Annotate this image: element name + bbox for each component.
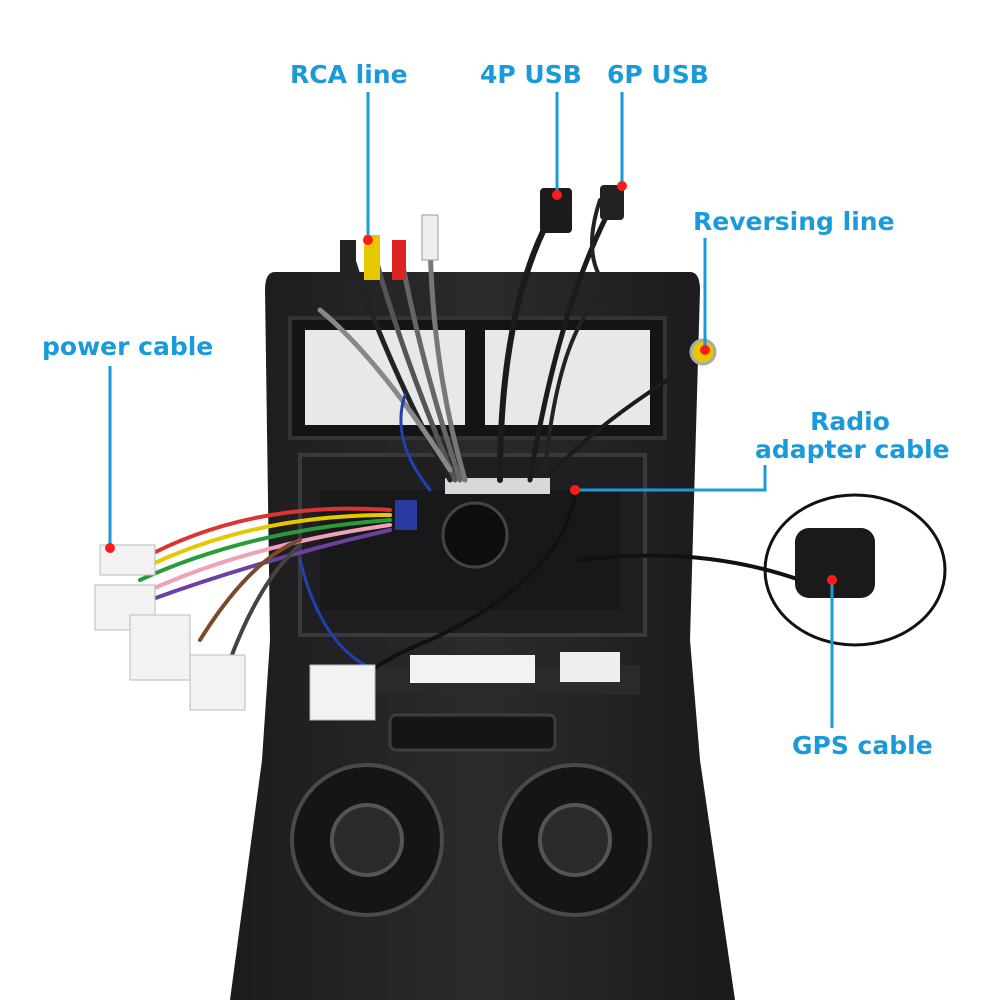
callout-markers	[105, 181, 837, 585]
label-rca-line: RCA line	[290, 60, 408, 89]
callout-lines	[108, 92, 834, 728]
cooling-fan	[441, 501, 509, 569]
label-4p-usb: 4P USB	[480, 60, 582, 89]
card-slot	[388, 713, 557, 752]
rca-yellow-plug	[364, 235, 380, 280]
label-6p-usb: 6P USB	[607, 60, 709, 89]
label-power-cable: power cable	[42, 332, 214, 361]
label-radio-line2: adapter cable	[755, 435, 950, 464]
rca-red-plug	[392, 240, 406, 280]
gps-antenna	[795, 528, 875, 598]
label-radio-line1: Radio	[810, 407, 890, 436]
label-reversing-line: Reversing line	[693, 207, 895, 236]
cables	[138, 197, 947, 682]
usb-4p-plug	[540, 188, 572, 233]
label-radio-adapter-cable: Radio adapter cable	[755, 407, 950, 464]
label-gps-cable: GPS cable	[792, 731, 933, 760]
usb-6p-plug	[600, 185, 624, 220]
